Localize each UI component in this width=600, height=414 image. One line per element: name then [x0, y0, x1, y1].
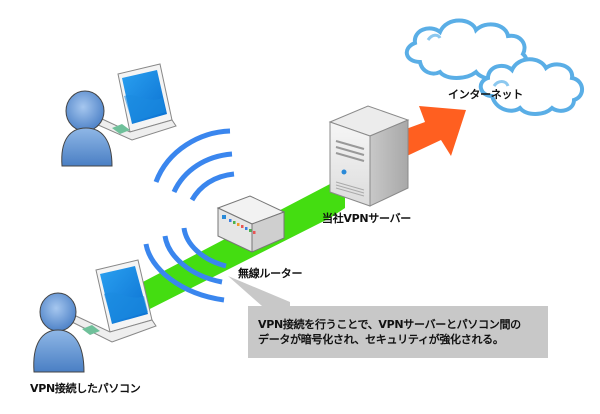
internet-cloud-icon [404, 18, 584, 116]
callout-box [228, 276, 548, 358]
callout-line-1: VPN接続を行うことで、VPNサーバーとパソコン間の [258, 318, 521, 331]
wifi-waves-upper-icon [153, 128, 235, 202]
vpn-server-label: 当社VPNサーバー [322, 212, 411, 225]
vpn-pc-label: VPN接続したパソコン [30, 382, 141, 395]
wifi-waves-lower-icon [143, 227, 227, 303]
vpn-server-icon [328, 105, 410, 207]
callout-text: VPN接続を行うことで、VPNサーバーとパソコン間の データが暗号化され、セキュ… [258, 317, 548, 347]
callout-line-2: データが暗号化され、セキュリティが強化される。 [258, 333, 504, 346]
secure-tunnel-beam [118, 176, 345, 325]
top-pc-icon [61, 63, 177, 167]
bottom-pc-icon [33, 259, 157, 373]
internet-label: インターネット [448, 88, 523, 101]
wireless-router-label: 無線ルーター [238, 267, 303, 280]
wireless-router-icon [216, 195, 286, 253]
